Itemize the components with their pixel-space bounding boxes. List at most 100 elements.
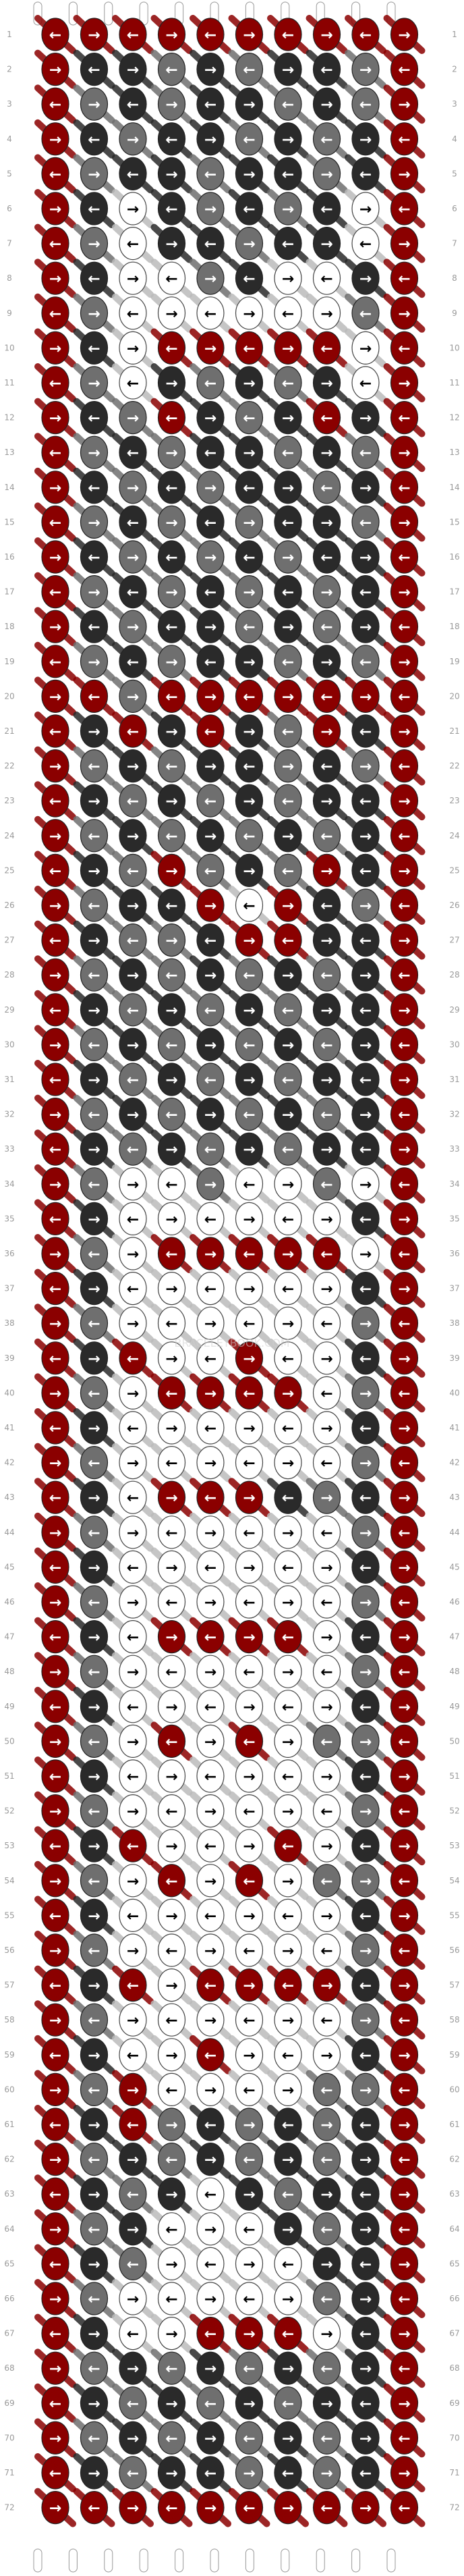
- knot-arrow-icon: →: [49, 1734, 61, 1750]
- knot-arrow-icon: →: [282, 1037, 294, 1054]
- row-label-left: 63: [4, 2189, 14, 2199]
- knot-arrow-icon: →: [320, 2186, 332, 2203]
- knot-arrow-icon: →: [49, 759, 61, 776]
- knot-arrow-icon: ←: [282, 2117, 294, 2134]
- knot: [351, 1271, 380, 1306]
- knot-arrow-icon: ←: [88, 2152, 100, 2169]
- row-label-left: 57: [4, 1981, 14, 1990]
- knot-arrow-icon: ←: [359, 1490, 372, 1507]
- row-label-left: 54: [4, 1876, 14, 1885]
- row-label-left: 25: [4, 865, 14, 875]
- knot-arrow-icon: →: [127, 1525, 139, 1542]
- knot: [312, 2003, 341, 2037]
- knot-arrow-icon: ←: [165, 689, 177, 705]
- knot: [312, 679, 341, 714]
- knot: [312, 1027, 341, 1062]
- knot-arrow-icon: ←: [398, 1107, 410, 1124]
- knot-arrow-icon: →: [243, 2186, 255, 2203]
- knot: [351, 2421, 380, 2454]
- knot-arrow-icon: ←: [243, 759, 255, 776]
- knot: [196, 2003, 225, 2037]
- knot-arrow-icon: →: [398, 1699, 410, 1716]
- knot-arrow-icon: →: [165, 27, 177, 44]
- knot: [41, 2351, 69, 2385]
- knot: [312, 2212, 341, 2246]
- knot: [274, 819, 302, 853]
- knot-arrow-icon: ←: [204, 27, 216, 44]
- knot: [196, 1690, 225, 1723]
- knot: [196, 1167, 225, 1201]
- knot: [235, 18, 264, 51]
- knot: [196, 366, 225, 400]
- knot: [157, 2177, 186, 2211]
- knot-arrow-icon: →: [165, 1142, 177, 1158]
- knot: [119, 2072, 147, 2106]
- knot: [80, 1550, 109, 1584]
- knot-arrow-icon: ←: [320, 1594, 332, 1611]
- row-label-left: 28: [4, 970, 14, 980]
- knot: [41, 2386, 69, 2420]
- knot: [119, 331, 147, 365]
- knot: [390, 2456, 419, 2490]
- knot-arrow-icon: →: [320, 514, 332, 531]
- knot: [41, 1376, 69, 1410]
- knot-arrow-icon: →: [398, 97, 410, 113]
- knot: [274, 2038, 302, 2072]
- knot-arrow-icon: →: [88, 1559, 100, 1576]
- knot: [119, 679, 147, 714]
- knot: [390, 2351, 419, 2385]
- knot: [351, 2143, 380, 2176]
- knot: [390, 435, 419, 469]
- knot-arrow-icon: →: [49, 1873, 61, 1890]
- knot: [80, 645, 109, 678]
- knot-arrow-icon: ←: [127, 933, 139, 950]
- knot: [119, 1306, 147, 1340]
- row-label-right: 24: [449, 831, 459, 840]
- knot: [41, 923, 69, 957]
- knot-arrow-icon: →: [359, 410, 372, 427]
- knot-arrow-icon: →: [127, 2500, 139, 2517]
- knot-arrow-icon: →: [398, 445, 410, 462]
- knot-arrow-icon: →: [165, 97, 177, 113]
- knot: [80, 819, 109, 853]
- knot: [119, 400, 147, 435]
- knot-arrow-icon: →: [359, 2012, 372, 2029]
- knot-arrow-icon: ←: [282, 1142, 294, 1158]
- knot: [196, 296, 225, 330]
- knot-arrow-icon: ←: [243, 689, 255, 705]
- knot: [274, 1655, 302, 1688]
- knot-arrow-icon: →: [88, 585, 100, 601]
- knot: [196, 714, 225, 748]
- knot: [157, 52, 186, 86]
- knot-arrow-icon: ←: [320, 1385, 332, 1402]
- knot: [235, 1968, 264, 2002]
- knot-arrow-icon: ←: [243, 271, 255, 288]
- knot: [41, 714, 69, 748]
- row-label-right: 15: [449, 517, 459, 527]
- knot: [312, 2072, 341, 2106]
- row-label-right: 66: [449, 2294, 459, 2303]
- knot: [119, 1898, 147, 1932]
- knot-arrow-icon: →: [165, 2186, 177, 2203]
- knot-arrow-icon: ←: [282, 514, 294, 531]
- knot: [196, 2351, 225, 2385]
- row-label-left: 38: [4, 1318, 14, 1328]
- knot-arrow-icon: ←: [204, 1559, 216, 1576]
- knot-arrow-icon: ←: [243, 1246, 255, 1263]
- knot-arrow-icon: ←: [320, 828, 332, 845]
- knot-arrow-icon: ←: [359, 1559, 372, 1576]
- knot-arrow-icon: ←: [243, 340, 255, 357]
- knot: [119, 1237, 147, 1270]
- knot: [41, 1690, 69, 1723]
- knot: [235, 1202, 264, 1236]
- knot-arrow-icon: →: [49, 1177, 61, 1193]
- knot: [196, 888, 225, 922]
- knot-arrow-icon: ←: [49, 1490, 61, 1507]
- knot-arrow-icon: ←: [243, 201, 255, 218]
- knot-arrow-icon: ←: [320, 759, 332, 776]
- knot: [41, 610, 69, 643]
- knot-arrow-icon: →: [243, 1630, 255, 1646]
- knot-arrow-icon: ←: [243, 2082, 255, 2099]
- knot: [119, 2456, 147, 2490]
- knot-arrow-icon: →: [165, 1978, 177, 1995]
